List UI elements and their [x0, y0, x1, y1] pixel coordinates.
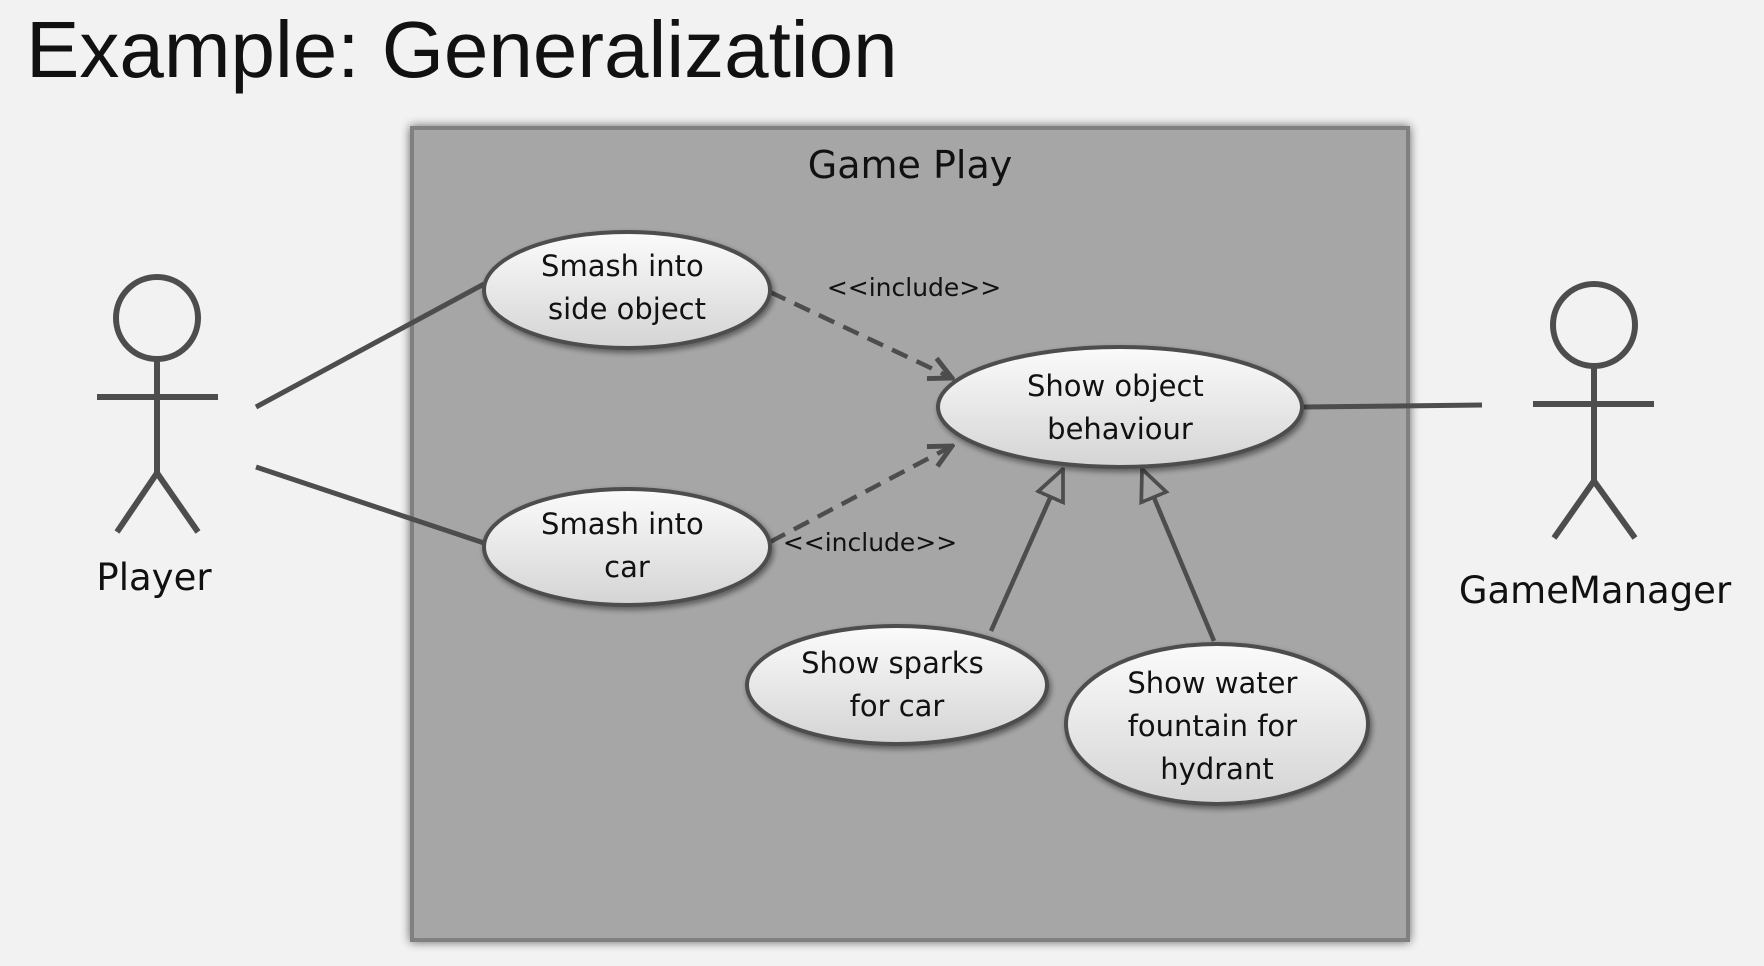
- use-case-line: Smash into: [541, 249, 704, 283]
- include-label-bottom: <<include>>: [783, 528, 957, 557]
- actor-head: [113, 274, 201, 362]
- use-case-line: Show water: [1127, 666, 1297, 700]
- svg-text:Smash into car: Smash into car: [541, 507, 713, 584]
- include-label-top: <<include>>: [827, 273, 1001, 302]
- association-player-smash-side: [254, 281, 486, 410]
- use-case-line: Show object: [1027, 369, 1204, 403]
- slide-title: Example: Generalization: [26, 5, 898, 94]
- association-gamemanager-behaviour: [1302, 402, 1483, 410]
- include-arrow-bottom: [768, 446, 952, 544]
- actor-player-label: Player: [96, 556, 212, 599]
- actor-left-leg: [1551, 479, 1597, 540]
- use-case-line: for car: [850, 689, 945, 723]
- use-case-line: side object: [548, 292, 706, 326]
- svg-text:Show water fountain fo: Show water fountain for hydrant: [1127, 666, 1306, 786]
- use-case-show-water-fountain: Show water fountain for hydrant: [1064, 642, 1370, 806]
- boundary-label: Game Play: [808, 143, 1012, 187]
- use-case-line: fountain for: [1128, 709, 1297, 743]
- use-case-smash-side-object: Smash into side object: [482, 230, 772, 350]
- svg-text:Show sparks for car: Show sparks for car: [801, 646, 993, 723]
- include-arrow-top: [769, 289, 952, 378]
- svg-text:Show object behaviour: Show object behaviour: [1027, 369, 1213, 446]
- actor-player: [97, 274, 218, 534]
- use-case-line: behaviour: [1047, 412, 1193, 446]
- actor-game-manager-label: GameManager: [1459, 569, 1732, 612]
- use-case-line: hydrant: [1160, 752, 1273, 786]
- actor-game-manager: [1533, 281, 1654, 540]
- association-player-smash-car: [255, 464, 485, 546]
- actor-right-leg: [154, 471, 201, 534]
- use-case-line: car: [604, 550, 650, 584]
- use-case-smash-car: Smash into car: [482, 487, 772, 607]
- actor-head: [1550, 281, 1638, 369]
- actor-left-leg: [114, 471, 160, 534]
- generalization-arrow-water: [1142, 469, 1217, 642]
- svg-text:Smash into side object: Smash into side object: [541, 249, 713, 326]
- actor-right-leg: [1591, 479, 1638, 540]
- use-case-line: Show sparks: [801, 646, 984, 680]
- use-case-show-sparks: Show sparks for car: [745, 624, 1049, 746]
- use-case-line: Smash into: [541, 507, 704, 541]
- use-case-show-object-behaviour: Show object behaviour: [936, 345, 1304, 469]
- generalization-arrow-sparks: [988, 469, 1066, 632]
